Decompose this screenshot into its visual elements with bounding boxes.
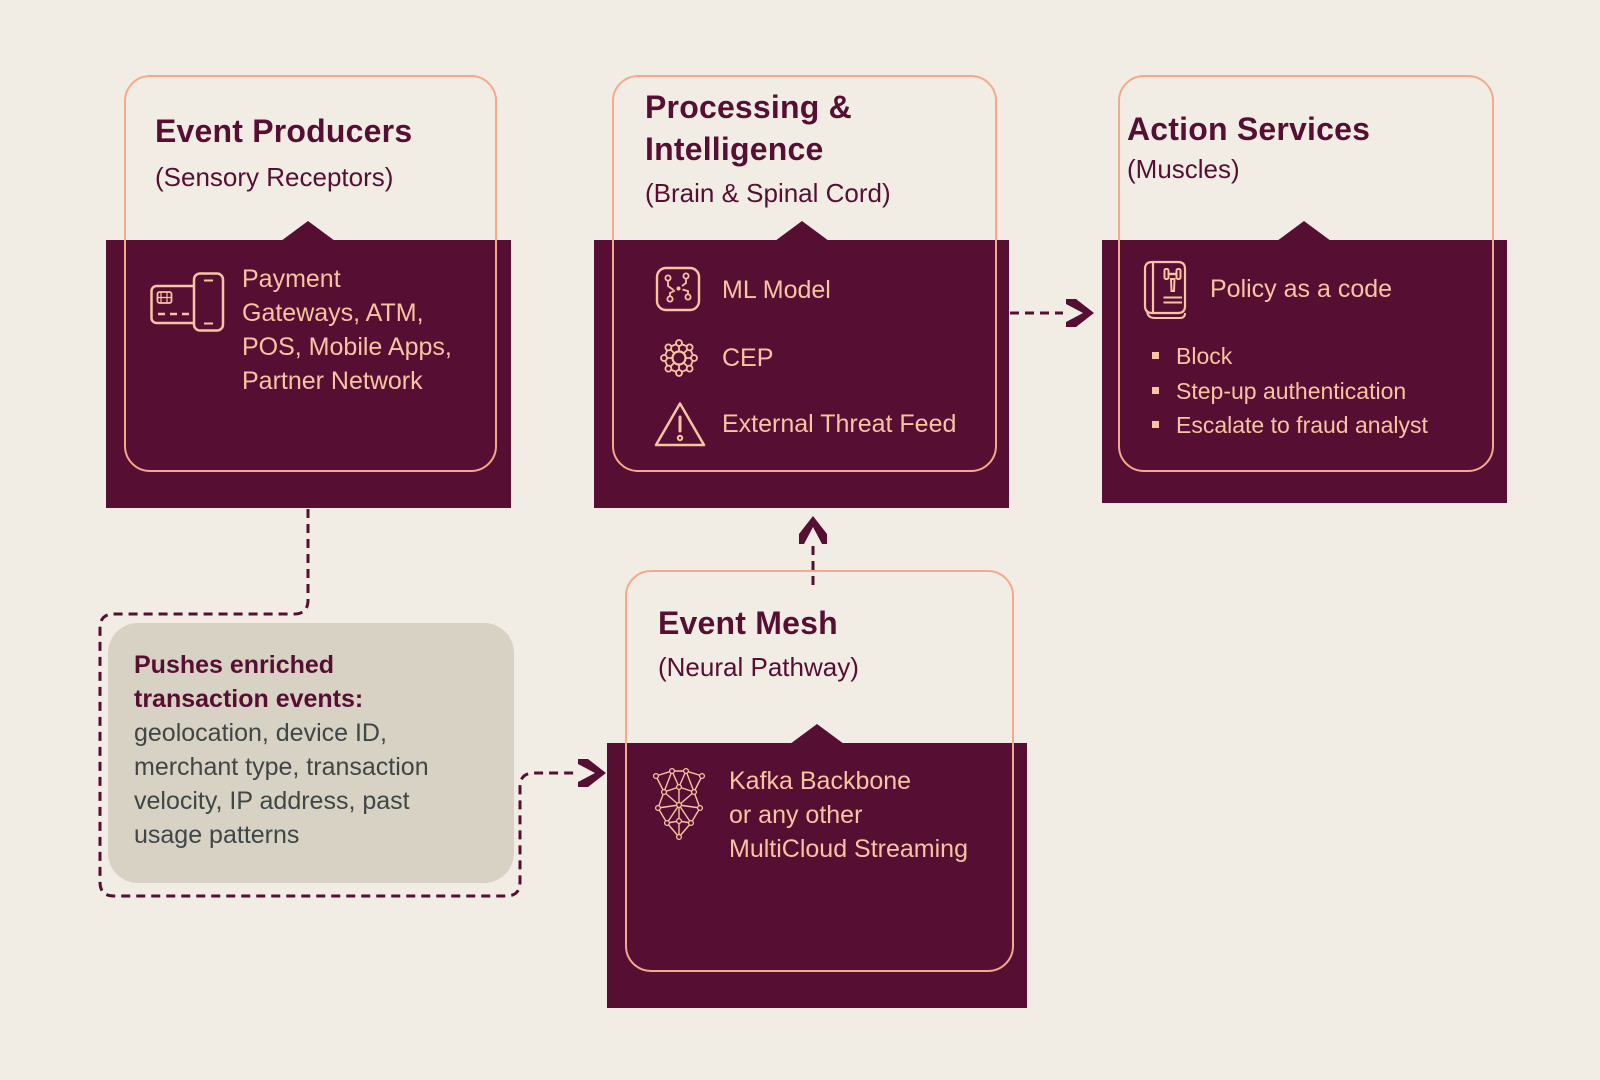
processing-fill [594,240,1009,508]
card-phone-icon [150,272,234,341]
arrowhead-right-icon [1066,299,1094,327]
action-feature-label: Policy as a code [1210,275,1393,303]
processing-title-line2: Intelligence [645,131,824,167]
event-producers-title: Event Producers [155,113,413,149]
ml-model-icon [655,266,701,317]
processing-item-label: ML Model [722,276,831,304]
kafka-mesh-icon [650,766,708,853]
event-mesh-title: Event Mesh [658,605,838,641]
action-bullet: Step-up authentication [1176,378,1407,404]
note-bold-line: transaction events: [134,685,364,713]
action-bullet: Escalate to fraud analyst [1176,412,1428,438]
processing-outline [612,75,997,472]
processing-item-label: External Threat Feed [722,410,957,438]
event-producers-body-line: Gateways, ATM, [242,299,424,327]
cep-icon [655,334,703,387]
processing-title-line1: Processing & [645,89,852,125]
event-mesh-body-line: Kafka Backbone [729,767,912,795]
event-producers-body-line: Partner Network [242,367,423,395]
event-producers-subtitle: (Sensory Receptors) [155,162,394,192]
note-bold-line: Pushes enriched [134,651,335,679]
action-services-fill [1102,240,1507,503]
event-producers-fill [106,240,511,508]
action-services-title: Action Services [1127,111,1371,147]
bullet-square-icon [1152,387,1159,394]
policy-book-icon [1140,260,1190,327]
event-producers-body-line: POS, Mobile Apps, [242,333,452,361]
action-services-subtitle: (Muscles) [1127,154,1240,184]
note-body-line: velocity, IP address, past [134,787,410,815]
processing-item-label: CEP [722,344,774,372]
arrowhead-right-icon [578,759,606,787]
event-mesh-outline [625,570,1014,972]
event-mesh-subtitle: (Neural Pathway) [658,652,859,682]
threat-warning-icon [653,400,707,453]
event-mesh-body-line: or any other [729,801,863,829]
note-body-line: usage patterns [134,821,300,849]
note-body-line: merchant type, transaction [134,753,429,781]
bullet-square-icon [1152,352,1159,359]
event-producers-body-line: Payment [242,265,341,293]
bullet-square-icon [1152,421,1159,428]
note-callout [108,623,514,883]
connector-producers-to-mesh [98,509,576,898]
event-mesh-body-line: MultiCloud Streaming [729,835,968,863]
event-producers-outline [124,75,497,472]
note-body-line: geolocation, device ID, [134,719,387,747]
action-bullet: Block [1176,343,1233,369]
action-services-outline [1118,75,1494,472]
arrowhead-up-icon [799,516,827,544]
processing-subtitle: (Brain & Spinal Cord) [645,178,891,208]
